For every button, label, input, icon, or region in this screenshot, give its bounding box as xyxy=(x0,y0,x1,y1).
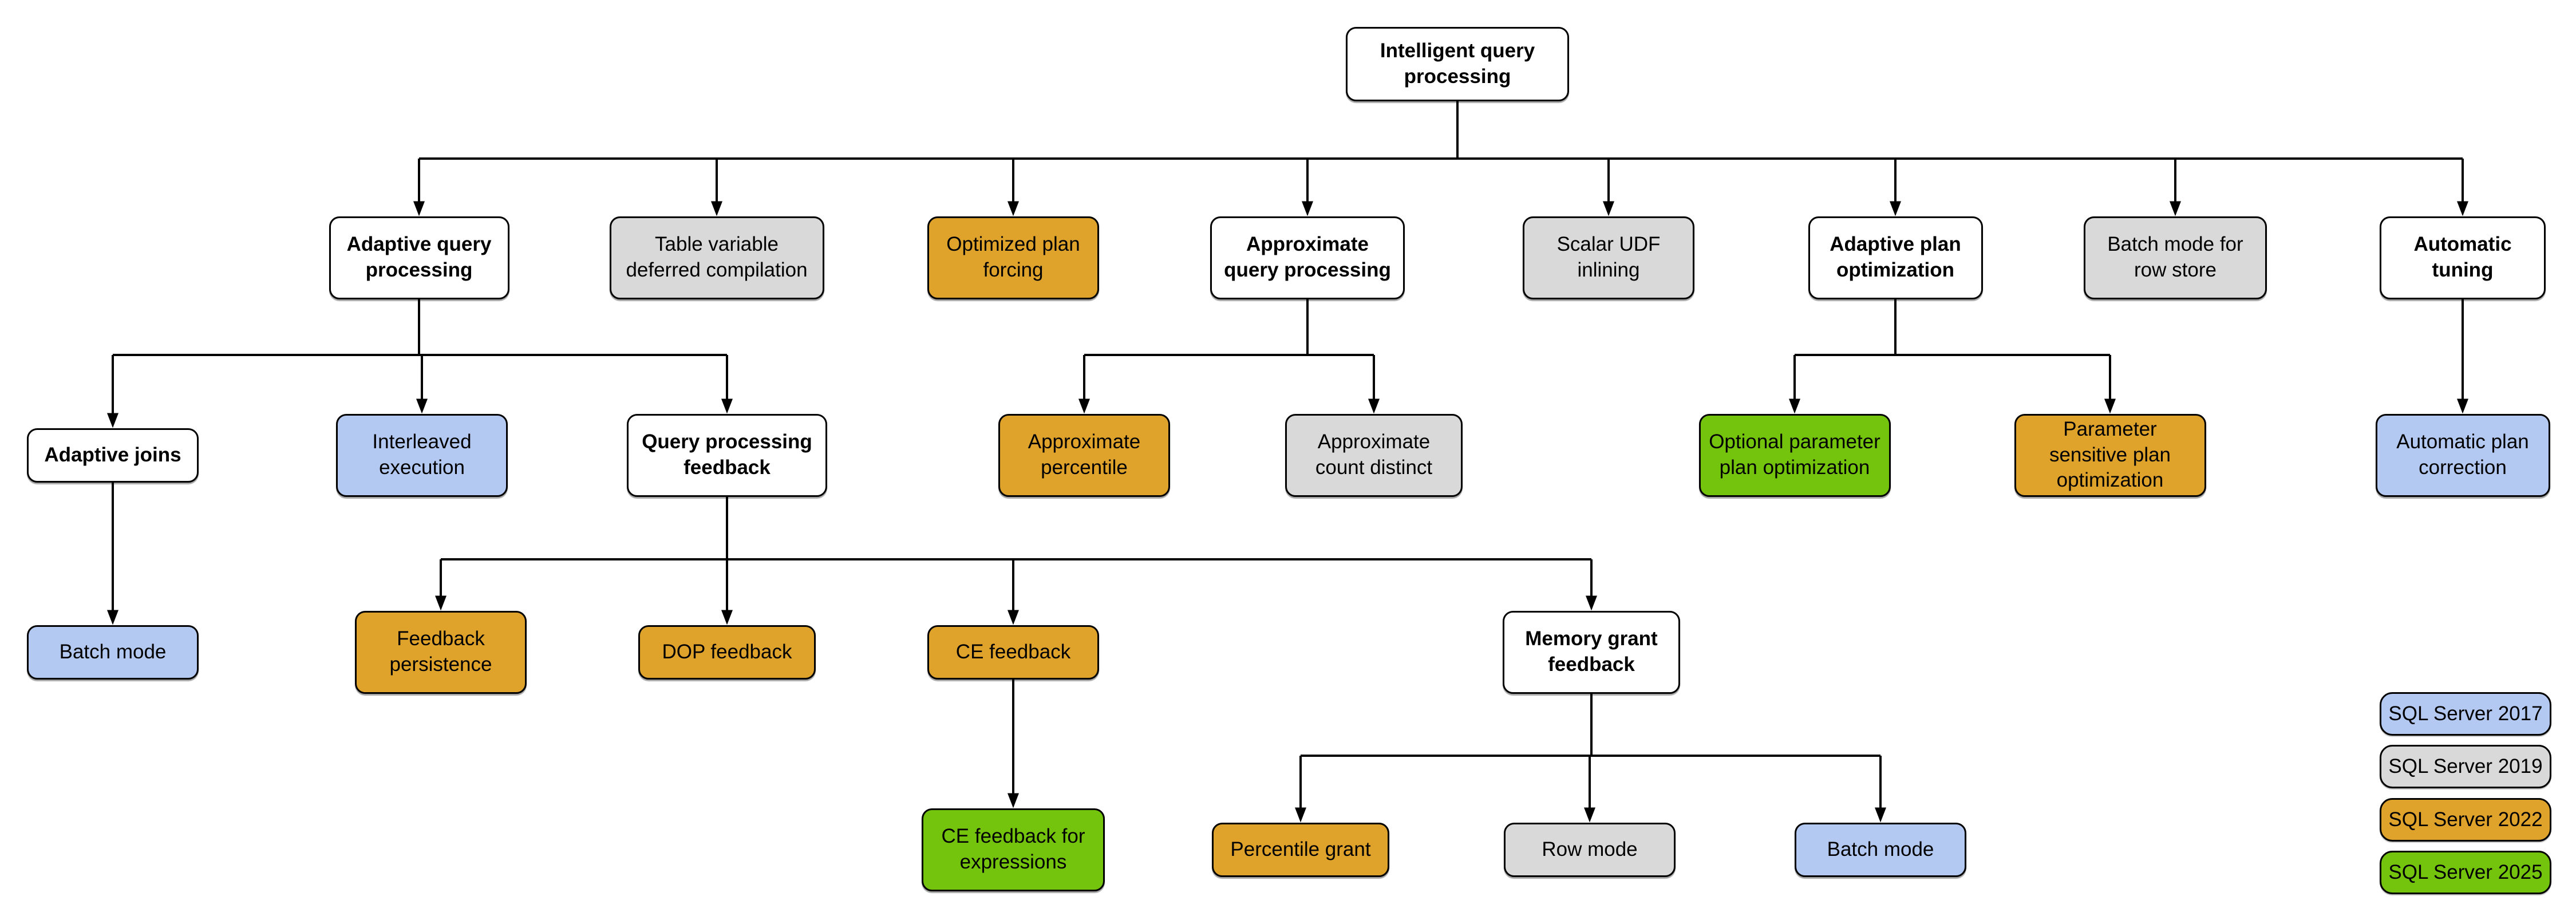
arrowhead xyxy=(1008,201,1019,216)
node-approximate-percentile: Approximate percentile xyxy=(998,413,1170,497)
arrowhead xyxy=(2457,398,2468,414)
arrowhead xyxy=(1890,201,1901,216)
node-batch-mode-for-row-store: Batch mode for row store xyxy=(2084,216,2267,299)
arrowhead xyxy=(1302,201,1313,216)
arrowhead xyxy=(107,610,118,625)
node-table-variable-deferred-compilation: Table variable deferred compilation xyxy=(609,216,824,299)
arrowhead xyxy=(107,413,118,428)
node-percentile-grant: Percentile grant xyxy=(1212,822,1389,877)
node-parameter-sensitive-plan-optimization: Parameter sensitive plan optimization xyxy=(2014,413,2206,497)
node-feedback-persistence: Feedback persistence xyxy=(355,610,527,694)
node-automatic-tuning: Automatic tuning xyxy=(2380,216,2546,299)
arrowhead xyxy=(2457,201,2468,216)
node-optional-parameter-plan-optimization: Optional parameter plan optimization xyxy=(1698,413,1891,497)
node-dop-feedback: DOP feedback xyxy=(638,625,816,680)
node-intelligent-query-processing: Intelligent query processing xyxy=(1346,27,1569,101)
arrowhead xyxy=(1008,610,1019,625)
node-ce-feedback: CE feedback xyxy=(927,625,1099,680)
arrowhead xyxy=(435,595,447,611)
arrowhead xyxy=(1584,807,1595,823)
arrowhead xyxy=(1603,201,1614,216)
arrowhead xyxy=(1078,398,1090,414)
legend-item-sql-server-2025: SQL Server 2025 xyxy=(2380,851,2551,894)
arrowhead xyxy=(1586,595,1597,611)
node-batch-mode-aj: Batch mode xyxy=(27,625,199,680)
node-optimized-plan-forcing: Optimized plan forcing xyxy=(927,216,1099,299)
arrowhead xyxy=(1789,398,1800,414)
node-memory-grant-feedback: Memory grant feedback xyxy=(1503,610,1680,694)
node-interleaved-execution: Interleaved execution xyxy=(336,413,508,497)
legend-item-sql-server-2017: SQL Server 2017 xyxy=(2380,692,2551,736)
node-automatic-plan-correction: Automatic plan correction xyxy=(2375,413,2550,497)
arrowhead xyxy=(2104,398,2116,414)
arrowhead xyxy=(416,398,428,414)
node-row-mode: Row mode xyxy=(1504,822,1676,877)
legend-item-sql-server-2019: SQL Server 2019 xyxy=(2380,745,2551,788)
node-approximate-query-processing: Approximate query processing xyxy=(1210,216,1405,299)
arrowhead xyxy=(2170,201,2181,216)
node-adaptive-joins: Adaptive joins xyxy=(27,428,199,483)
legend-item-sql-server-2022: SQL Server 2022 xyxy=(2380,798,2551,842)
node-ce-feedback-for-expressions: CE feedback for expressions xyxy=(922,808,1105,891)
node-adaptive-query-processing: Adaptive query processing xyxy=(329,216,509,299)
arrowhead xyxy=(413,201,425,216)
arrowhead xyxy=(711,201,722,216)
node-adaptive-plan-optimization: Adaptive plan optimization xyxy=(1808,216,1983,299)
node-approximate-count-distinct: Approximate count distinct xyxy=(1285,413,1463,497)
arrowhead xyxy=(1008,793,1019,808)
arrowhead xyxy=(721,398,733,414)
arrowhead xyxy=(721,610,733,625)
arrowhead xyxy=(1295,807,1306,823)
node-batch-mode-mg: Batch mode xyxy=(1795,822,1966,877)
arrowhead xyxy=(1368,398,1380,414)
node-query-processing-feedback: Query processing feedback xyxy=(627,413,827,497)
node-scalar-udf-inlining: Scalar UDF inlining xyxy=(1523,216,1694,299)
arrowhead xyxy=(1875,807,1886,823)
